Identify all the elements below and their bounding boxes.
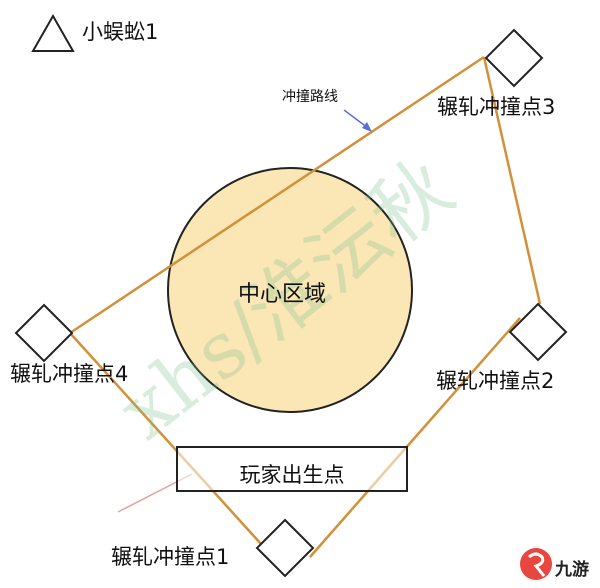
collision-point-2-label: 辗轧冲撞点2	[436, 369, 555, 393]
route-segment-2-1	[309, 317, 521, 558]
legend-label: 小蜈蚣1	[82, 20, 159, 44]
spawn-point-box: 玩家出生点	[176, 446, 408, 492]
collision-point-1-diamond	[255, 518, 315, 578]
triangle-icon	[31, 13, 75, 52]
collision-point-1-label: 辗轧冲撞点1	[111, 545, 230, 569]
route-segment-4-3	[69, 55, 485, 335]
route-label-arrow	[343, 109, 372, 132]
collision-point-3-diamond	[484, 28, 544, 88]
9you-logo-icon	[520, 548, 552, 580]
center-zone-label: 中心区域	[238, 282, 327, 307]
collision-point-3-label: 辗轧冲撞点3	[437, 95, 556, 119]
collision-point-4-label: 辗轧冲撞点4	[10, 362, 129, 386]
collision-point-2-diamond	[508, 302, 568, 362]
collision-point-4-diamond	[14, 303, 74, 363]
spawn-point-label: 玩家出生点	[239, 463, 345, 487]
route-label: 冲撞路线	[282, 89, 338, 105]
logo-text: 九游	[555, 560, 589, 580]
route-segment-1-4	[69, 332, 262, 545]
collision-route	[69, 55, 542, 558]
center-zone-circle	[167, 167, 413, 413]
route-segment-3-2	[482, 56, 542, 305]
